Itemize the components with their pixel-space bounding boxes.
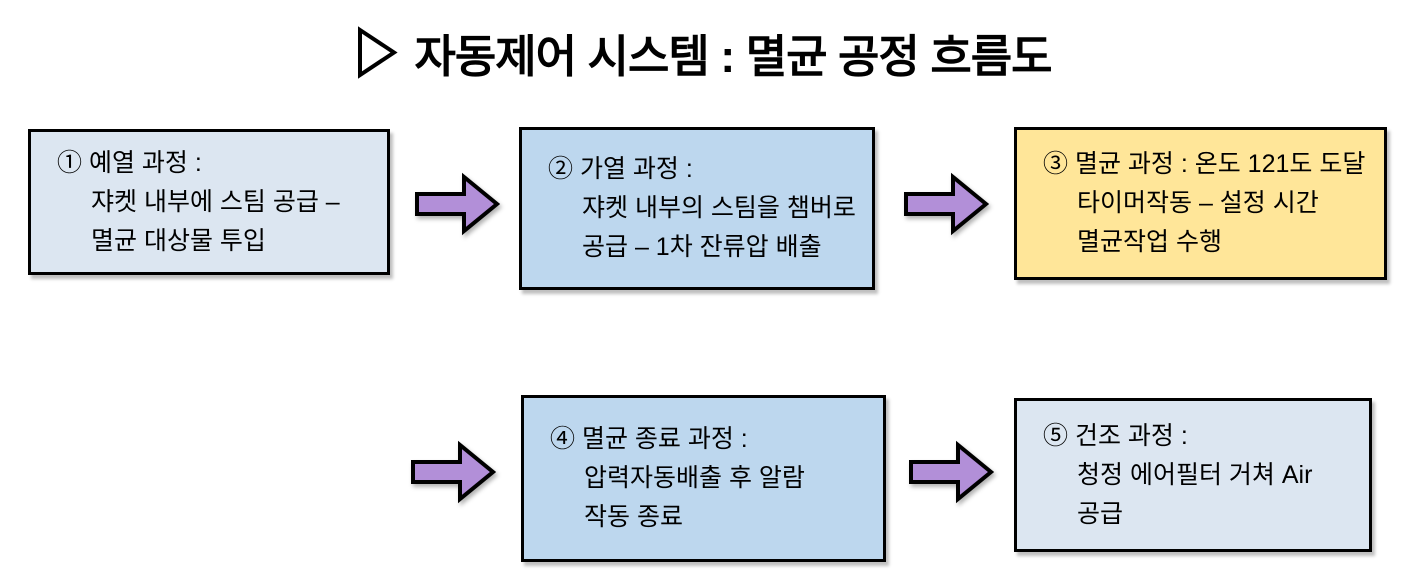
page-title-row: 자동제어 시스템 : 멸균 공정 흐름도 xyxy=(0,20,1409,85)
block-right-arrow-icon xyxy=(411,440,496,504)
block-right-arrow-icon xyxy=(415,172,500,236)
step-4-line-1: ④ 멸균 종료 과정 : xyxy=(550,425,748,453)
block-right-arrow-shape xyxy=(411,440,496,504)
step-4-line-2: 압력자동배출 후 알람 xyxy=(584,464,805,492)
page-title: 자동제어 시스템 : 멸균 공정 흐름도 xyxy=(414,31,1052,82)
step-box-2-heating: ② 가열 과정 : 쟈켓 내부의 스팀을 챔버로 공급 – 1차 잔류압 배출 xyxy=(519,127,875,290)
step-5-line-2: 청정 에어필터 거쳐 Air xyxy=(1077,460,1313,489)
step-1-line-2: 쟈켓 내부에 스팀 공급 – xyxy=(91,187,340,216)
step-3-line-3: 멸균작업 수행 xyxy=(1077,228,1222,256)
step-box-5-drying: ⑤ 건조 과정 : 청정 에어필터 거쳐 Air 공급 xyxy=(1014,398,1372,552)
block-right-arrow-shape xyxy=(909,440,994,504)
step-5-line-3: 공급 xyxy=(1077,499,1124,528)
block-right-arrow-icon xyxy=(904,172,989,236)
block-right-arrow-shape xyxy=(415,172,500,236)
step-2-line-2: 쟈켓 내부의 스팀을 챔버로 xyxy=(582,194,856,222)
step-2-line-1: ② 가열 과정 : xyxy=(548,155,693,183)
step-3-line-1: ③ 멸균 과정 : 온도 121도 도달 xyxy=(1043,150,1366,178)
step-1-line-1: ① 예열 과정 : xyxy=(57,148,202,177)
step-5-line-1: ⑤ 건조 과정 : xyxy=(1043,421,1188,450)
step-4-line-3: 작동 종료 xyxy=(584,503,683,531)
step-box-1-preheat: ① 예열 과정 : 쟈켓 내부에 스팀 공급 – 멸균 대상물 투입 xyxy=(28,129,390,275)
step-2-line-3: 공급 – 1차 잔류압 배출 xyxy=(582,233,822,261)
step-1-line-3: 멸균 대상물 투입 xyxy=(91,226,266,255)
step-3-line-2: 타이머작동 – 설정 시간 xyxy=(1077,189,1319,217)
block-right-arrow-shape xyxy=(904,172,989,236)
block-right-arrow-icon xyxy=(909,440,994,504)
step-box-3-sterilization: ③ 멸균 과정 : 온도 121도 도달 타이머작동 – 설정 시간 멸균작업 … xyxy=(1014,127,1387,280)
step-box-4-sterilization-end: ④ 멸균 종료 과정 : 압력자동배출 후 알람 작동 종료 xyxy=(521,395,886,562)
right-triangle-icon xyxy=(358,26,399,79)
